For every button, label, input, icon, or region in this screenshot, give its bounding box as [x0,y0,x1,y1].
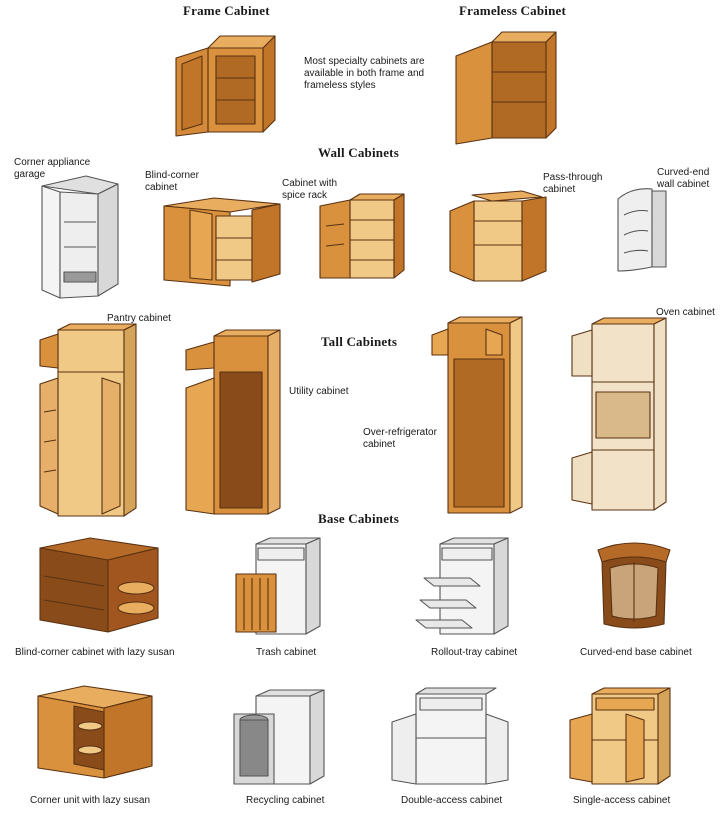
recycling-cabinet-illustration [226,686,332,788]
label-blind-corner-cabinet: Blind-corner cabinet [145,170,199,193]
corner-appliance-garage-illustration [38,172,124,302]
label-curved-end-base-cabinet: Curved-end base cabinet [580,647,692,658]
heading-base-cabinets: Base Cabinets [318,511,399,526]
label-double-access-cabinet: Double-access cabinet [401,795,503,806]
heading-frame-cabinet: Frame Cabinet [183,3,270,18]
curved-end-wall-cabinet-illustration [612,185,672,275]
heading-wall-cabinets: Wall Cabinets [318,145,399,160]
oven-cabinet-illustration [566,316,676,514]
label-over-refrigerator-cabinet: Over-refrigerator cabinet [363,427,437,450]
label-pantry-cabinet: Pantry cabinet [107,313,171,324]
heading-frameless-cabinet: Frameless Cabinet [459,3,567,18]
frame-cabinet-illustration [168,28,288,138]
label-recycling-cabinet: Recycling cabinet [246,795,325,806]
pantry-cabinet-illustration [36,322,144,518]
blind-corner-lazy-susan-illustration [34,532,164,640]
label-pass-through-cabinet: Pass-through cabinet [543,172,603,195]
label-oven-cabinet: Oven cabinet [656,307,715,318]
over-refrigerator-cabinet-illustration [430,315,530,517]
curved-end-base-cabinet-illustration [594,540,674,630]
utility-cabinet-illustration [180,328,290,518]
single-access-cabinet-illustration [566,684,676,788]
blind-corner-cabinet-illustration [160,190,285,290]
label-cabinet-with-spice-rack: Cabinet with spice rack [282,178,338,201]
trash-cabinet-illustration [230,534,330,638]
label-blind-corner-lazy-susan: Blind-corner cabinet with lazy susan [15,647,175,658]
label-corner-appliance-garage: Corner appliance garage [14,157,91,180]
specialty-note: Most specialty cabinets are available in… [304,56,425,91]
spice-rack-cabinet-illustration [316,190,410,282]
pass-through-cabinet-illustration [446,185,556,285]
label-corner-unit-lazy-susan: Corner unit with lazy susan [30,795,151,806]
label-single-access-cabinet: Single-access cabinet [573,795,671,806]
corner-unit-lazy-susan-illustration [34,682,158,782]
frameless-cabinet-illustration [450,28,565,146]
label-utility-cabinet: Utility cabinet [289,386,349,397]
double-access-cabinet-illustration [386,686,512,788]
label-trash-cabinet: Trash cabinet [256,647,317,658]
label-curved-end-wall-cabinet: Curved-end wall cabinet [657,167,710,190]
heading-tall-cabinets: Tall Cabinets [321,334,398,349]
rollout-tray-cabinet-illustration [410,534,516,638]
label-rollout-tray-cabinet: Rollout-tray cabinet [431,647,518,658]
